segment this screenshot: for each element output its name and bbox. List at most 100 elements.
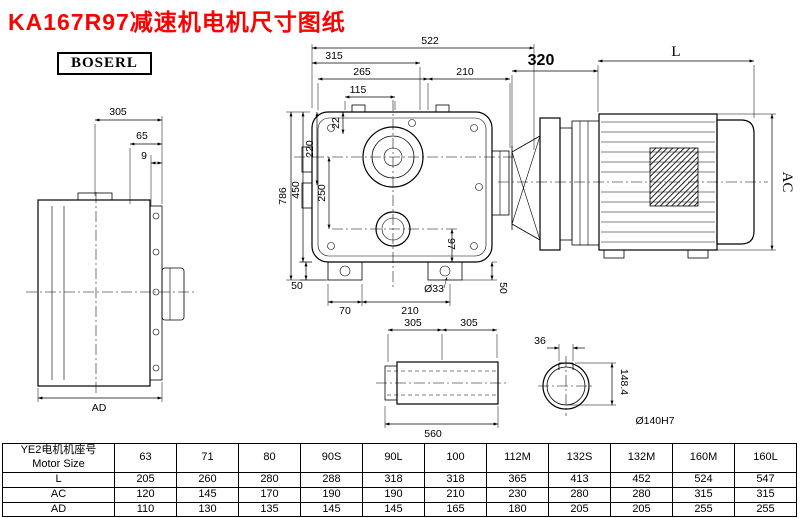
side-view-body	[37, 199, 151, 387]
dim-value-cell: 255	[672, 501, 735, 518]
shaft-body	[396, 361, 499, 405]
side-view-shaft-boss	[161, 267, 185, 321]
dim-value-cell: 524	[672, 472, 735, 488]
brand-logo: BOSERL	[57, 52, 152, 75]
dim-value-cell: 190	[362, 486, 425, 503]
input-bore-circle	[362, 126, 424, 188]
dim-value-cell: 110	[114, 501, 177, 518]
size-col-header: 112M	[486, 443, 549, 473]
dim-value-cell: 180	[486, 501, 549, 518]
dim-value-cell: 135	[238, 501, 301, 518]
dim-front-210-top: 210	[456, 66, 474, 78]
dim-value-cell: 165	[424, 501, 487, 518]
dim-value-cell: 315	[672, 486, 735, 503]
dim-front-315: 315	[325, 50, 343, 62]
row-label: AC	[2, 486, 115, 503]
dim-front-210-bottom: 210	[401, 305, 419, 317]
dim-front-522: 522	[421, 35, 439, 47]
dim-value-cell: 280	[238, 472, 301, 488]
dim-value-cell: 205	[610, 501, 673, 518]
dim-side-AD: AD	[92, 402, 107, 414]
dim-bore-140H7: Ø140H7	[635, 415, 674, 427]
row-label: L	[2, 472, 115, 488]
table-row-L: L 205 260 280 288 318 318 365 413 452 52…	[2, 472, 797, 488]
table-corner-header: YE2电机机座号 Motor Size	[2, 443, 115, 473]
table-header-en: Motor Size	[32, 458, 85, 470]
side-view-flange	[149, 205, 163, 381]
size-col-header: 71	[176, 443, 239, 473]
dim-front-o33: Ø33	[424, 283, 444, 295]
dim-front-450: 450	[290, 181, 302, 199]
dim-motor-L: L	[671, 44, 680, 60]
dim-shaft-560: 560	[424, 428, 442, 440]
dim-front-22: 22	[330, 117, 342, 129]
dim-value-cell: 452	[610, 472, 673, 488]
bore-detail: 36 148.4 Ø140H7	[534, 335, 675, 427]
dim-side-65: 65	[136, 130, 148, 142]
dim-value-cell: 190	[300, 486, 363, 503]
dim-value-cell: 145	[300, 501, 363, 518]
size-col-header: 100	[424, 443, 487, 473]
size-col-header: 90L	[362, 443, 425, 473]
dim-front-70: 70	[339, 305, 351, 317]
dim-value-cell: 210	[424, 486, 487, 503]
size-col-header: 80	[238, 443, 301, 473]
dim-value-cell: 280	[548, 486, 611, 503]
dim-value-cell: 365	[486, 472, 549, 488]
dim-front-50-right: 50	[497, 282, 509, 294]
table-row-AD: AD 110 130 135 145 145 165 180 205 205 2…	[2, 501, 797, 518]
table-header-zh: YE2电机机座号	[20, 444, 97, 457]
dim-value-cell: 255	[734, 501, 797, 518]
dim-value-cell: 145	[362, 501, 425, 518]
dim-bore-36: 36	[534, 335, 546, 347]
size-col-header: 132M	[610, 443, 673, 473]
terminal-box	[649, 147, 699, 207]
dim-front-220: 220	[304, 140, 316, 158]
size-col-header: 90S	[300, 443, 363, 473]
front-view: 522 315 265 210 115 786 450 220	[277, 35, 535, 317]
table-row-AC: AC 120 145 170 190 190 210 230 280 280 3…	[2, 486, 797, 503]
side-view: 305 65 9 AD	[26, 106, 196, 414]
dim-value-cell: 547	[734, 472, 797, 488]
dim-shaft-305-right: 305	[460, 317, 478, 329]
dim-value-cell: 145	[176, 486, 239, 503]
foot-right	[427, 261, 463, 281]
dim-motor-AC: AC	[779, 172, 795, 193]
dim-value-cell: 170	[238, 486, 301, 503]
dim-motor-320: 320	[528, 52, 555, 69]
dim-value-cell: 413	[548, 472, 611, 488]
dim-bore-148: 148.4	[618, 369, 630, 395]
foot-left	[327, 261, 363, 281]
fan-cowl	[716, 119, 755, 245]
dim-value-cell: 288	[300, 472, 363, 488]
page-title: KA167R97减速机电机尺寸图纸	[8, 9, 346, 35]
dim-shaft-305-left: 305	[404, 317, 422, 329]
motor-flange	[539, 117, 561, 251]
dim-value-cell: 318	[362, 472, 425, 488]
row-label: AD	[2, 501, 115, 518]
dim-front-265: 265	[353, 66, 371, 78]
dim-value-cell: 260	[176, 472, 239, 488]
motor-view: 320 L AC	[498, 44, 795, 259]
dim-front-786: 786	[277, 187, 289, 205]
dim-value-cell: 318	[424, 472, 487, 488]
dim-value-cell: 280	[610, 486, 673, 503]
dim-value-cell: 120	[114, 486, 177, 503]
dim-value-cell: 230	[486, 486, 549, 503]
dim-side-9: 9	[141, 150, 147, 162]
dim-value-cell: 315	[734, 486, 797, 503]
dim-value-cell: 205	[548, 501, 611, 518]
front-view-housing	[311, 111, 493, 263]
motor-size-table: YE2电机机座号 Motor Size 63 71 80 90S 90L 100…	[2, 443, 797, 518]
size-col-header: 160M	[672, 443, 735, 473]
size-col-header: 63	[114, 443, 177, 473]
size-col-header: 160L	[734, 443, 797, 473]
motor-mount-flange	[491, 150, 510, 216]
dim-value-cell: 205	[114, 472, 177, 488]
size-col-header: 132S	[548, 443, 611, 473]
dim-front-97: 97	[445, 238, 457, 250]
secondary-bore-circle	[375, 211, 411, 247]
dim-front-250: 250	[316, 184, 328, 202]
